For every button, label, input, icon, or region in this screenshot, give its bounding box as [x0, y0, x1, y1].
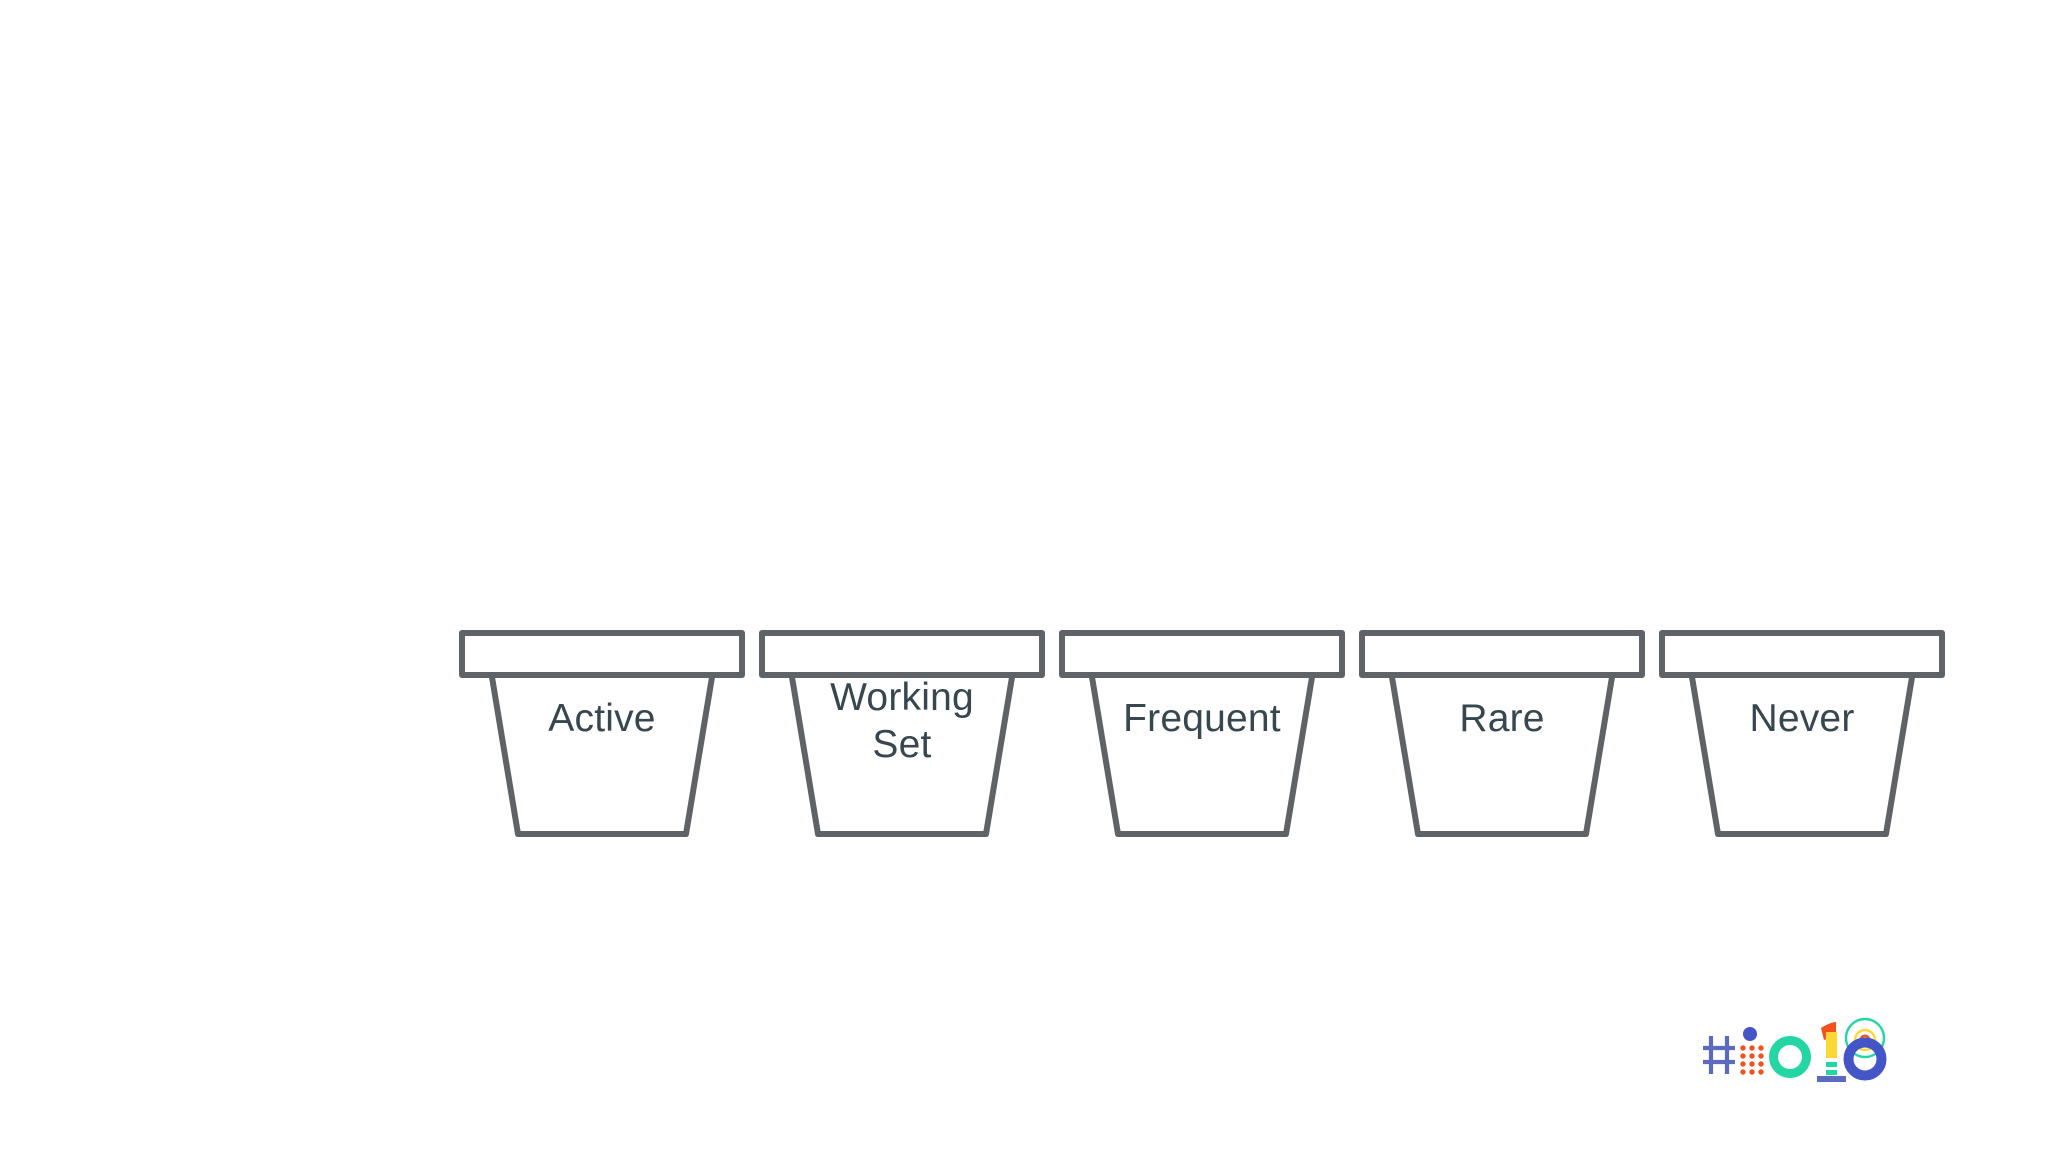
bucket-never[interactable]: Never — [1652, 627, 1952, 862]
google-io-2018-logo — [1702, 1010, 1888, 1082]
bucket-shape-icon — [759, 630, 1045, 837]
letter-i-dot-icon — [1743, 1027, 1757, 1041]
bucket-rare[interactable]: Rare — [1352, 627, 1652, 862]
bucket-shape-icon — [1059, 630, 1345, 837]
letter-i-dotgrid-icon — [1740, 1045, 1764, 1075]
digit-one-icon — [1817, 1022, 1846, 1082]
bucket-frequent[interactable]: Frequent — [1052, 627, 1352, 862]
bucket-shape-icon — [1659, 630, 1945, 837]
letter-o-icon — [1769, 1036, 1811, 1078]
hash-icon — [1703, 1036, 1735, 1074]
bucket-shape-icon — [459, 630, 745, 837]
bucket-row: Active Working Set Frequent Rare — [452, 627, 1952, 862]
digit-eight-icon — [1843, 1017, 1887, 1081]
bucket-shape-icon — [1359, 630, 1645, 837]
google-io-logo-icon — [1703, 1017, 1887, 1082]
bucket-working-set[interactable]: Working Set — [752, 627, 1052, 862]
bucket-active[interactable]: Active — [452, 627, 752, 862]
